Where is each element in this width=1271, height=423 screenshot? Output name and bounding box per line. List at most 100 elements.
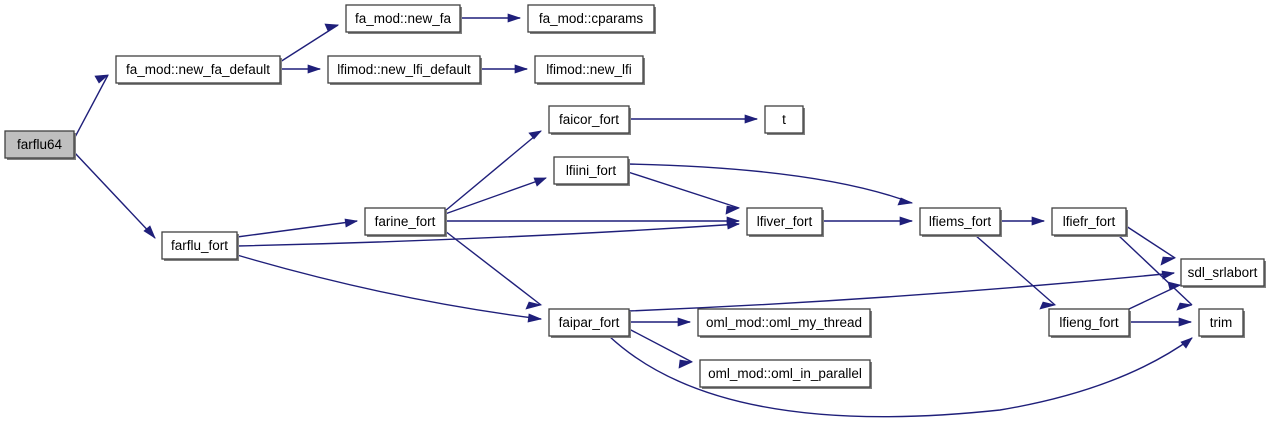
node-lfiini_fort[interactable]: lfiini_fort: [553, 156, 630, 186]
arrowhead-icon: [1039, 301, 1057, 310]
node-farflu64[interactable]: farflu64: [4, 130, 76, 160]
edge-faipar_fort-to-oml_my_thread: [629, 317, 692, 327]
node-lfiver_fort[interactable]: lfiver_fort: [746, 207, 824, 237]
node-fa_mod_new_fa[interactable]: fa_mod::new_fa: [345, 4, 462, 34]
node-oml_in_parallel[interactable]: oml_mod::oml_in_parallel: [699, 359, 872, 389]
edge-farine_fort-to-lfiver_fort: [445, 216, 741, 226]
node-label: trim: [1210, 315, 1233, 330]
node-box[interactable]: [364, 207, 446, 236]
node-farine_fort[interactable]: farine_fort: [364, 207, 447, 237]
edge-line: [627, 171, 740, 209]
edge-line: [444, 130, 542, 212]
node-label: lfieng_fort: [1059, 315, 1119, 330]
node-lfimod_new_lfi_default[interactable]: lfimod::new_lfi_default: [327, 55, 482, 85]
node-label: lfimod::new_lfi_default: [337, 62, 471, 77]
node-fa_mod_new_fa_default[interactable]: fa_mod::new_fa_default: [115, 55, 282, 85]
node-box[interactable]: [1051, 207, 1127, 236]
node-farflu_fort[interactable]: farflu_fort: [161, 231, 239, 261]
node-lfiems_fort[interactable]: lfiems_fort: [919, 207, 1002, 237]
edge-farflu_fort-to-lfiver_fort: [236, 220, 741, 247]
edge-line: [236, 220, 358, 238]
arrowhead-icon: [897, 197, 914, 206]
arrowhead-icon: [143, 225, 156, 239]
edge-fa_mod_new_fa-to-fa_mod_cparams: [460, 13, 522, 23]
node-box[interactable]: [697, 308, 871, 337]
node-box[interactable]: [1180, 258, 1265, 287]
arrowhead-icon: [1161, 270, 1176, 280]
node-oml_my_thread[interactable]: oml_mod::oml_my_thread: [697, 308, 872, 338]
edge-lfiefr_fort-to-sdl_srlabort: [1125, 225, 1177, 266]
node-label: lfiini_fort: [566, 163, 617, 178]
node-box[interactable]: [1198, 308, 1244, 337]
node-label: faipar_fort: [559, 315, 620, 330]
node-box[interactable]: [746, 207, 823, 236]
nodes-layer: farflu64 fa_mod::new_fa_default fa_mod::ne…: [4, 4, 1266, 389]
edge-line: [608, 335, 1193, 418]
node-box[interactable]: [4, 130, 75, 159]
node-box[interactable]: [1048, 308, 1130, 337]
edge-lfiems_fort-to-lfieng_fort: [974, 234, 1057, 310]
edge-lfiini_fort-to-lfiver_fort: [627, 171, 741, 215]
edge-farflu_fort-to-faipar_fort: [236, 254, 543, 323]
edge-lfiini_fort-to-lfiems_fort: [627, 163, 914, 206]
node-box[interactable]: [115, 55, 281, 84]
edge-line: [627, 163, 913, 204]
edge-farflu64-to-farflu_fort: [73, 151, 156, 239]
node-lfieng_fort[interactable]: lfieng_fort: [1048, 308, 1131, 338]
node-t[interactable]: t: [764, 105, 805, 135]
node-box[interactable]: [764, 105, 804, 134]
edge-faicor_fort-to-t: [629, 114, 759, 124]
node-box[interactable]: [553, 156, 629, 185]
arrowhead-icon: [344, 218, 359, 228]
node-label: oml_mod::oml_my_thread: [706, 315, 862, 330]
node-box[interactable]: [527, 4, 655, 33]
arrowhead-icon: [1167, 281, 1182, 291]
node-box[interactable]: [548, 105, 630, 134]
edge-farflu_fort-to-farine_fort: [236, 218, 359, 238]
node-box[interactable]: [919, 207, 1001, 236]
node-box[interactable]: [161, 231, 238, 260]
node-faicor_fort[interactable]: faicor_fort: [548, 105, 631, 135]
node-box[interactable]: [327, 55, 481, 84]
node-lfiefr_fort[interactable]: lfiefr_fort: [1051, 207, 1128, 237]
node-label: fa_mod::new_fa_default: [126, 62, 270, 77]
node-label: lfimod::new_lfi: [546, 62, 632, 77]
edge-line: [73, 74, 109, 140]
node-box[interactable]: [345, 4, 461, 33]
arrowhead-icon: [725, 205, 741, 215]
edge-lfiver_fort-to-lfiems_fort: [822, 216, 914, 226]
edge-faipar_fort-to-oml_in_parallel: [628, 328, 694, 369]
node-lfimod_new_lfi[interactable]: lfimod::new_lfi: [534, 55, 645, 85]
node-label: farine_fort: [375, 214, 436, 229]
edge-fa_mod_new_fa_default-to-fa_mod_new_fa: [279, 23, 340, 63]
arrowhead-icon: [726, 216, 741, 226]
node-label: farflu64: [17, 137, 63, 152]
node-label: oml_mod::oml_in_parallel: [708, 366, 862, 381]
edge-line: [444, 177, 547, 215]
arrowhead-icon: [533, 177, 547, 187]
node-faipar_fort[interactable]: faipar_fort: [548, 308, 631, 338]
node-box[interactable]: [699, 359, 871, 388]
edge-line: [73, 151, 156, 239]
node-fa_mod_cparams[interactable]: fa_mod::cparams: [527, 4, 656, 34]
node-box[interactable]: [548, 308, 630, 337]
arrowhead-icon: [307, 64, 322, 74]
edge-line: [1117, 234, 1193, 306]
arrowhead-icon: [1176, 302, 1193, 311]
edge-line: [1125, 225, 1176, 259]
node-label: lfiver_fort: [757, 214, 813, 229]
arrowhead-icon: [507, 13, 522, 23]
edge-faipar_fort-to-trim: [608, 335, 1193, 418]
node-sdl_srlabort[interactable]: sdl_srlabort: [1180, 258, 1266, 288]
edge-farflu64-to-fa_mod_new_fa_default: [73, 74, 110, 140]
node-label: lfiems_fort: [929, 214, 992, 229]
arrowhead-icon: [525, 301, 543, 310]
node-box[interactable]: [534, 55, 644, 84]
arrowhead-icon: [1180, 337, 1193, 349]
arrowhead-icon: [1160, 256, 1177, 266]
node-label: lfiefr_fort: [1063, 214, 1116, 229]
node-trim[interactable]: trim: [1198, 308, 1245, 338]
node-label: faicor_fort: [559, 112, 619, 127]
edge-lfiems_fort-to-lfiefr_fort: [1000, 216, 1046, 226]
